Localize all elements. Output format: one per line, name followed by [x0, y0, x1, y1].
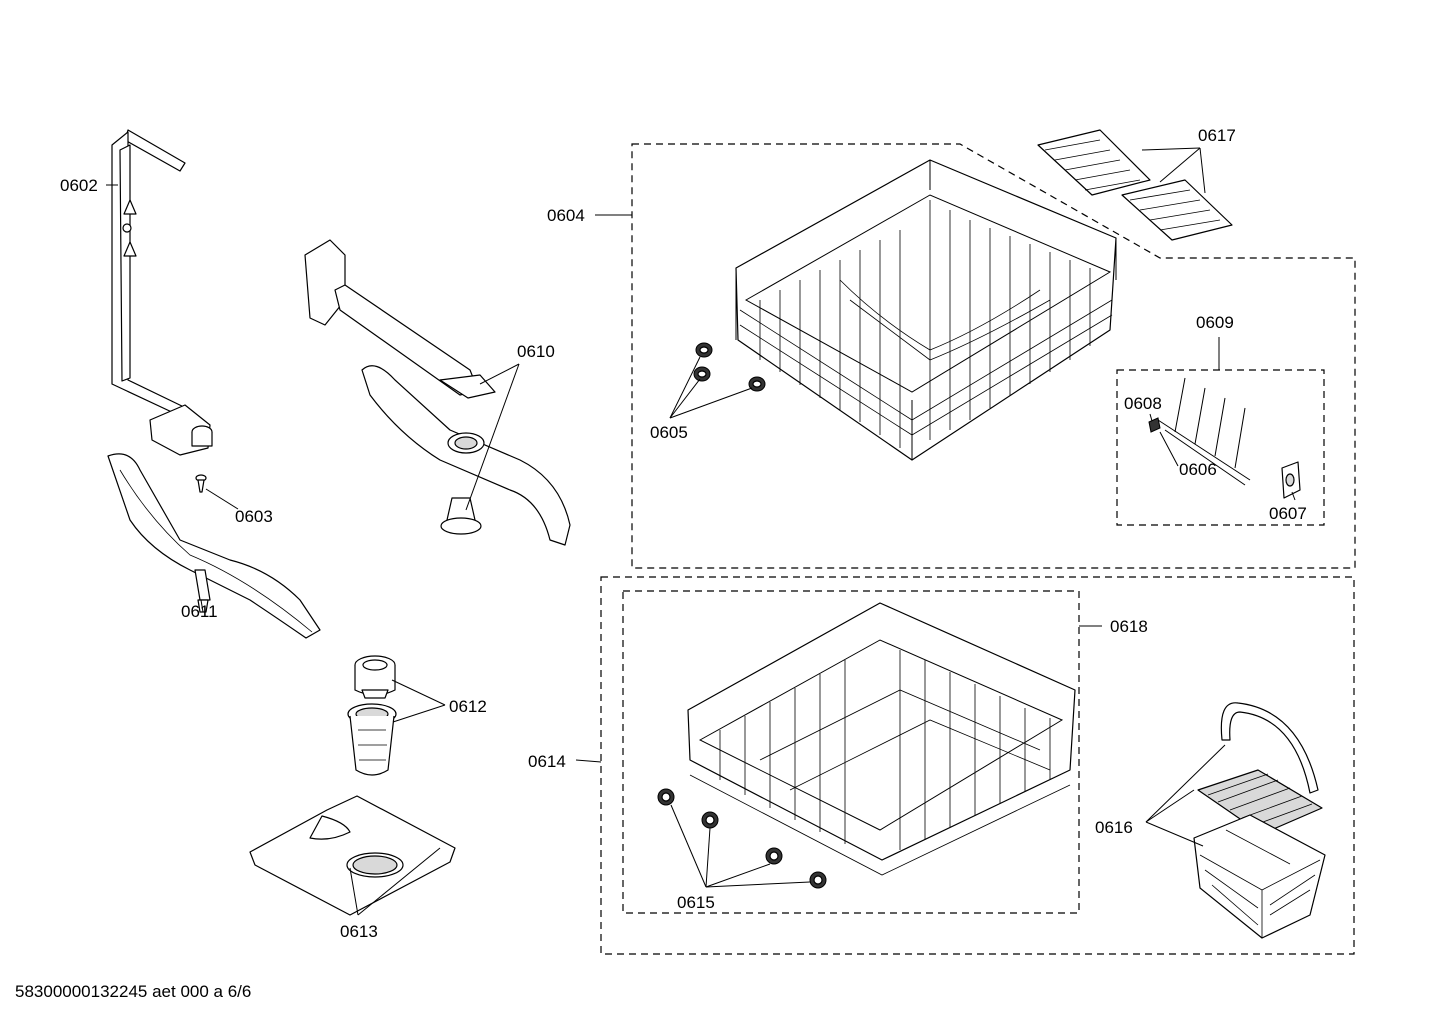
- upper-rack-group-outline: [631, 143, 1356, 569]
- label-0616: 0616: [1095, 818, 1133, 837]
- label-0609: 0609: [1196, 313, 1234, 332]
- lower-rack-inner-outline: [622, 590, 1080, 914]
- leader-lines: [106, 147, 1296, 916]
- label-0606: 0606: [1179, 460, 1217, 479]
- part-0606-tine-insert: [1157, 377, 1251, 486]
- label-0608: 0608: [1124, 394, 1162, 413]
- part-0616-cutlery-basket: [1193, 702, 1326, 939]
- label-0602: 0602: [60, 176, 98, 195]
- part-0612-filter: [347, 655, 397, 776]
- label-0614: 0614: [528, 752, 566, 771]
- label-0604: 0604: [547, 206, 585, 225]
- part-0607-clip: [1281, 461, 1301, 499]
- part-0604-upper-rack: [735, 159, 1117, 461]
- part-0615-rollers: [657, 788, 827, 889]
- document-code: 58300000132245 aet 000 a 6/6: [15, 982, 251, 1001]
- label-0612: 0612: [449, 697, 487, 716]
- label-0617: 0617: [1198, 126, 1236, 145]
- label-0615: 0615: [677, 893, 715, 912]
- part-0611-lower-spray-arm: [107, 453, 321, 639]
- part-0617-tine-racks: [1037, 129, 1233, 241]
- label-0611: 0611: [181, 602, 218, 621]
- lower-rack-group-outline: [600, 576, 1355, 955]
- label-0605: 0605: [650, 423, 688, 442]
- label-0618: 0618: [1110, 617, 1148, 636]
- label-0603: 0603: [235, 507, 273, 526]
- part-0608-stop: [1148, 417, 1161, 433]
- part-0605-rollers: [693, 342, 766, 392]
- part-0613-cover-plate: [249, 795, 456, 916]
- label-0610: 0610: [517, 342, 555, 361]
- label-0607: 0607: [1269, 504, 1307, 523]
- part-0618-lower-rack: [687, 602, 1076, 876]
- part-0603-screw: [195, 474, 207, 493]
- part-0602-supply-pipe: [111, 129, 213, 456]
- label-0613: 0613: [340, 922, 378, 941]
- part-0610-upper-spray-arm: [304, 239, 571, 546]
